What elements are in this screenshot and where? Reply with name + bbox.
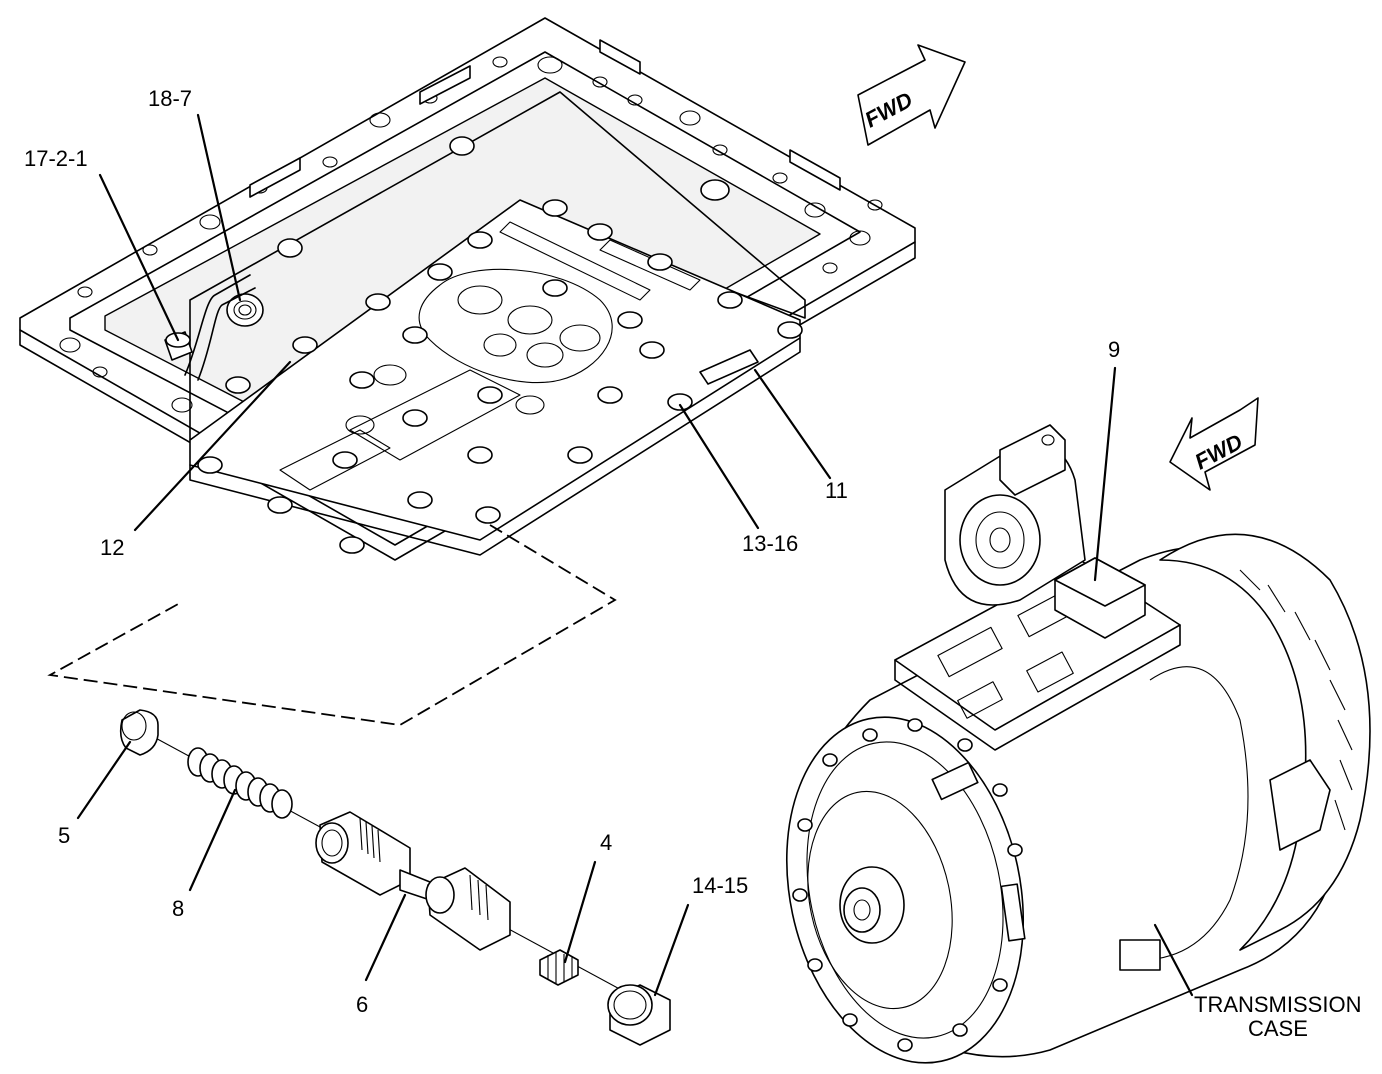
callout-11: 11 xyxy=(825,478,848,503)
exploded-dash-line xyxy=(47,524,617,726)
callout-9: 9 xyxy=(1108,337,1120,362)
part-14-15-plug xyxy=(607,984,671,1046)
callout-5: 5 xyxy=(58,823,70,848)
spool-assembly xyxy=(119,709,671,1046)
callout-14-15: 14-15 xyxy=(692,873,748,898)
part-4-screw xyxy=(539,949,579,986)
transmission-case xyxy=(785,424,1371,1064)
callout-labels: 17-2-1 18-7 9 11 12 13-16 5 8 4 14-15 6 … xyxy=(24,86,1361,1041)
plate-bolts xyxy=(197,199,803,554)
fwd-arrow-right: FWD xyxy=(1169,397,1259,491)
seal-part xyxy=(226,293,264,327)
callout-13-16: 13-16 xyxy=(742,531,798,556)
callout-case: CASE xyxy=(1248,1016,1308,1041)
callout-transmission: TRANSMISSION xyxy=(1194,992,1361,1017)
callout-6: 6 xyxy=(356,992,368,1017)
callout-12: 12 xyxy=(100,535,124,560)
part-8-spring xyxy=(187,747,293,819)
part-6-spool xyxy=(315,811,511,951)
leader-lines xyxy=(76,113,1194,997)
plug-part xyxy=(164,331,193,361)
callout-17-2-1: 17-2-1 xyxy=(24,146,88,171)
callout-8: 8 xyxy=(172,896,184,921)
fwd-arrow-top: FWD xyxy=(857,44,966,146)
callout-4: 4 xyxy=(600,830,612,855)
callout-18-7: 18-7 xyxy=(148,86,192,111)
